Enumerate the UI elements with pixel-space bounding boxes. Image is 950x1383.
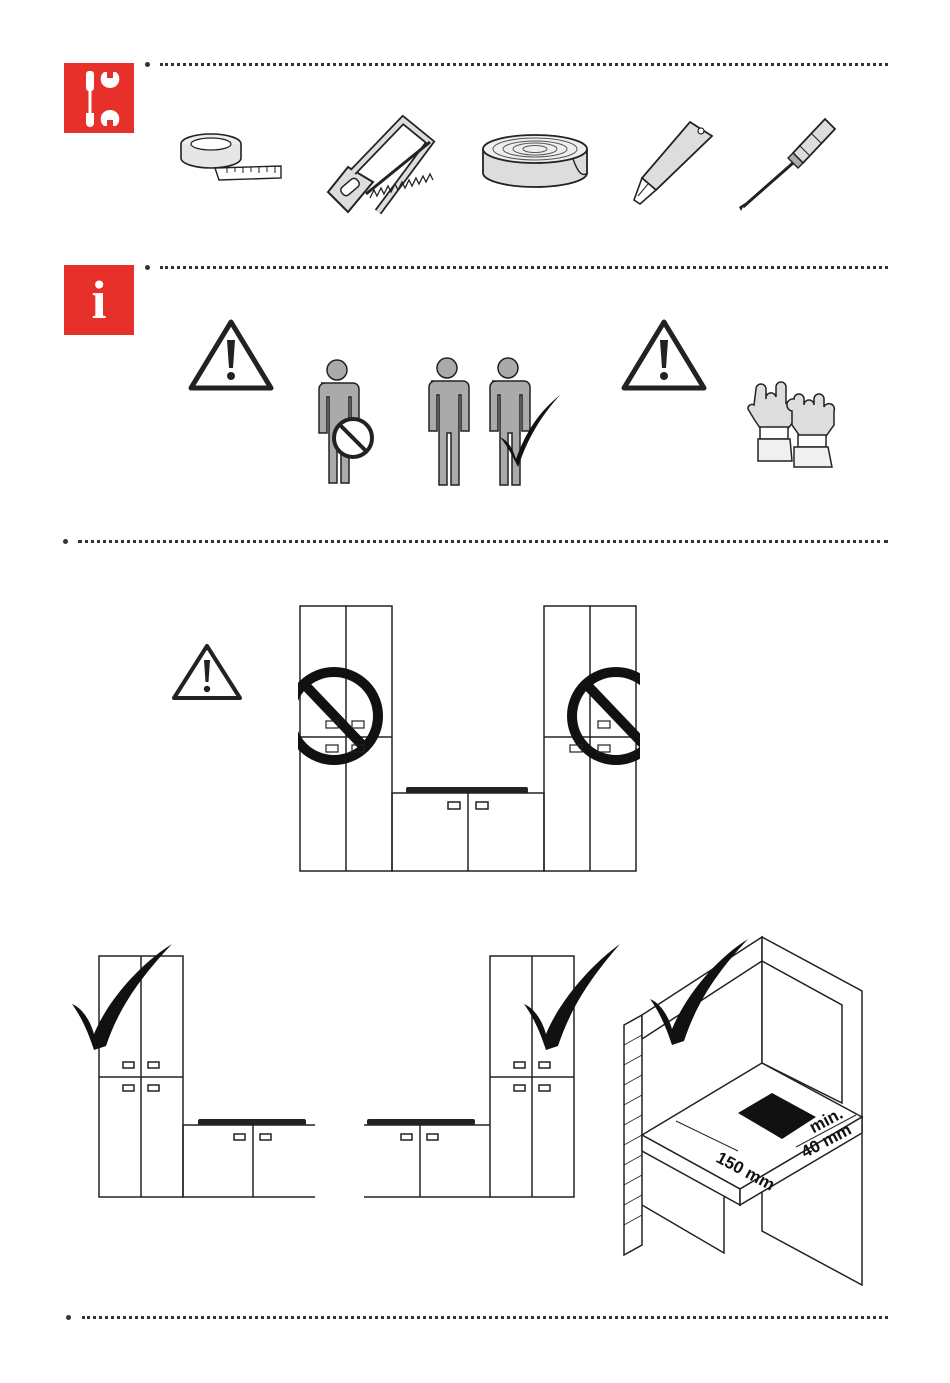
separator-line [160,266,888,269]
measuring-tape-icon [175,130,287,188]
info-badge: i [64,265,134,335]
separator-line [160,63,888,66]
checkmark-icon [650,939,748,1045]
kitchen-layout-wrong [298,604,640,874]
kitchen-layout-ok-right [362,940,624,1202]
two-persons-required-icon [420,355,565,492]
checkmark-icon [72,944,172,1050]
separator-line [82,1316,888,1319]
kitchen-layout-ok-left [70,940,320,1202]
checkmark-icon [524,944,620,1050]
screwdriver-icon [735,115,840,215]
tools-icon [64,63,134,133]
protective-gloves-icon [742,375,842,470]
separator-dot [145,62,150,67]
warning-icon [187,318,275,392]
separator-dot [66,1315,71,1320]
warning-icon [170,642,244,702]
tools-badge [64,63,134,133]
single-person-prohibited-icon [305,355,380,490]
separator-line [78,540,888,543]
warning-icon [620,318,708,392]
hacksaw-icon [318,112,448,230]
sealing-tape-roll-icon [478,133,593,191]
info-icon: i [64,265,134,335]
utility-knife-icon [628,118,718,206]
separator-dot [63,539,68,544]
separator-dot [145,265,150,270]
